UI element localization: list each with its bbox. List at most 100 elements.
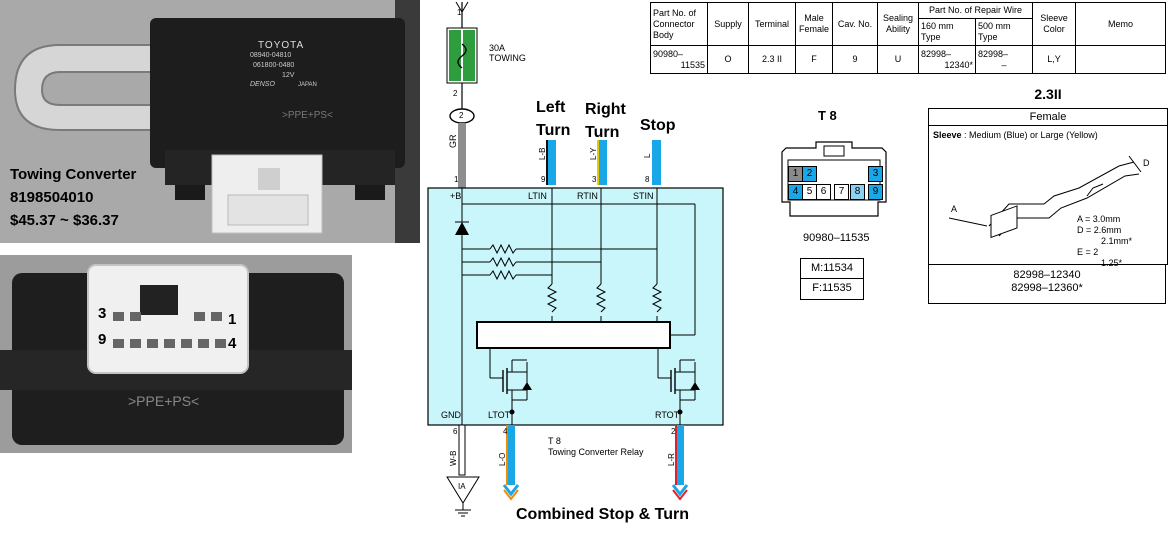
dim-d1: D = 2.6mm [1077,225,1122,235]
left-turn-out-wire [508,425,515,485]
connector-cell-4: 4 [788,184,803,200]
male-part: M:11534 [801,259,863,279]
cell-sealing: U [877,45,919,74]
terminal-part-numbers: 82998–12340 82998–12360* [928,264,1166,304]
gnd-pin: 6 [453,427,458,436]
towing-converter-name: Towing Converter [10,166,137,183]
cell-connector-line1: 90980– [653,48,684,59]
male-female-box: M:11534 F:11535 [800,258,864,300]
device-country-text: JAPAN [298,82,317,88]
supply-terminal: +B [450,191,462,201]
converter-module-box [427,187,724,426]
terminal-dimensions: A = 3.0mm D = 2.6mm 2.1mm* E = 2 1.25* [1077,214,1132,269]
connector-cell-8: 8 [850,184,865,200]
dim-a-label: A [951,204,958,214]
right-turn-wire-label: L-Y [589,147,598,160]
connector-cell-1: 1 [788,166,803,182]
bottom-caption: Combined Stop & Turn [516,506,690,523]
junction-circle-pin: 2 [459,111,464,120]
table-row: 90980– 11535 O 2.3 II F 9 U 82998– 12340… [650,45,1166,74]
sleeve-label: Sleeve [933,130,962,140]
fuse-box [446,27,478,84]
terminal-drawing [948,155,1142,239]
cell-sleeve: L,Y [1032,45,1076,74]
terminal-part-1: 82998–12340 [1013,269,1081,281]
stop-pin: 8 [645,175,650,184]
rtot-wire-label: L-R [667,453,676,466]
towing-converter-photo: TOYOTA 08940-04810 061800-0480 12V DENSO… [0,0,420,243]
cell-memo [1075,45,1166,74]
device-voltage-text: 12V [282,72,295,79]
connector-diagram: 1 2 3 4 5 6 7 8 9 [778,140,890,220]
connector-title: T 8 [818,108,837,123]
cell-500-line2: – [1001,59,1007,70]
header-sleeve: Sleeve Color [1032,1,1076,47]
gnd-wire-label: W-B [449,450,458,466]
sleeve-text: Sleeve : Medium (Blue) or Large (Yellow) [933,130,1098,140]
stop-wire-label: L [643,153,652,158]
top-pin-label: 1 [457,8,462,17]
device-maker-text: DENSO [250,81,275,88]
cell-cav: 9 [832,45,878,74]
header-memo: Memo [1075,1,1166,47]
female-part: F:11535 [812,282,852,294]
fuse-name-text: TOWING [489,53,526,63]
right-turn-pin: 3 [592,175,597,184]
dim-e2: 1.25* [1101,258,1123,268]
left-turn-title-line1: Left [536,99,566,116]
cell-supply: O [707,45,749,74]
connector-face-illustration [0,255,352,453]
right-turn-title-line2: Turn [585,124,620,141]
header-male-female: Male Female [795,1,833,47]
left-turn-title-line2: Turn [536,122,571,139]
towing-converter-price: $45.37 ~ $36.37 [10,212,119,229]
connector-part-label: 90980–11535 [803,232,870,244]
header-cav: Cav. No. [832,1,878,47]
fuse-rating: 30A TOWING [489,43,526,63]
device-material-text: >PPE+PS< [282,110,333,121]
table-subheader-row: 160 mm Type 500 mm Type [651,17,1166,47]
left-turn-wire-label: L-B [538,147,547,160]
parts-table: Part No. of Connector Body Supply Termin… [650,1,1166,74]
cell-160-line1: 82998– [921,48,952,59]
cell-500: 82998– – [975,45,1033,74]
dim-d-label: D [1143,158,1150,168]
terminal-part-2: 82998–12360* [1011,282,1083,294]
connector-material-text: >PPE+PS< [128,393,200,409]
header-terminal: Terminal [748,1,796,47]
junction-pin-label: 2 [453,89,458,98]
stin-terminal: STIN [633,191,654,201]
device-brand-text: TOYOTA [258,40,305,51]
stop-wire [652,140,661,185]
cell-connector: 90980– 11535 [650,45,708,74]
rtot-terminal: RTOT [655,410,680,420]
supply-pin: 1 [454,175,459,184]
header-supply: Supply [707,1,749,47]
right-turn-wire [599,140,607,185]
rtin-terminal: RTIN [577,191,598,201]
terminal-drawing-area: Sleeve : Medium (Blue) or Large (Yellow)… [928,126,1168,268]
connector-cell-6: 6 [816,184,831,200]
towing-converter-part-number: 8198504010 [10,189,94,206]
rtot-pin: 2 [671,427,676,436]
header-500: 500 mm Type [975,17,1033,47]
left-turn-wire [548,140,556,185]
header-repair-wire: Part No. of Repair Wire [918,2,1033,19]
connector-face-photo: 3 1 9 4 >PPE+PS< [0,255,352,453]
cell-160-line2: 12340* [944,59,973,70]
header-connector: Part No. of Connector Body [650,1,708,47]
fuse-rating-text: 30A [489,43,506,53]
relay-ref: T 8 [548,436,561,446]
pin-9-label: 9 [98,331,107,348]
dim-a: A = 3.0mm [1077,214,1121,224]
cell-terminal: 2.3 II [748,45,796,74]
gr-wire [458,123,466,188]
dim-d2: 2.1mm* [1101,236,1133,246]
terminal-title: 2.3II [1034,86,1062,102]
header-160: 160 mm Type [918,17,976,47]
right-turn-title-line1: Right [585,101,626,118]
pin-3-label: 3 [98,305,107,322]
left-turn-pin: 9 [541,175,546,184]
connector-cell-2: 2 [802,166,817,182]
control-ic-block [476,321,671,349]
